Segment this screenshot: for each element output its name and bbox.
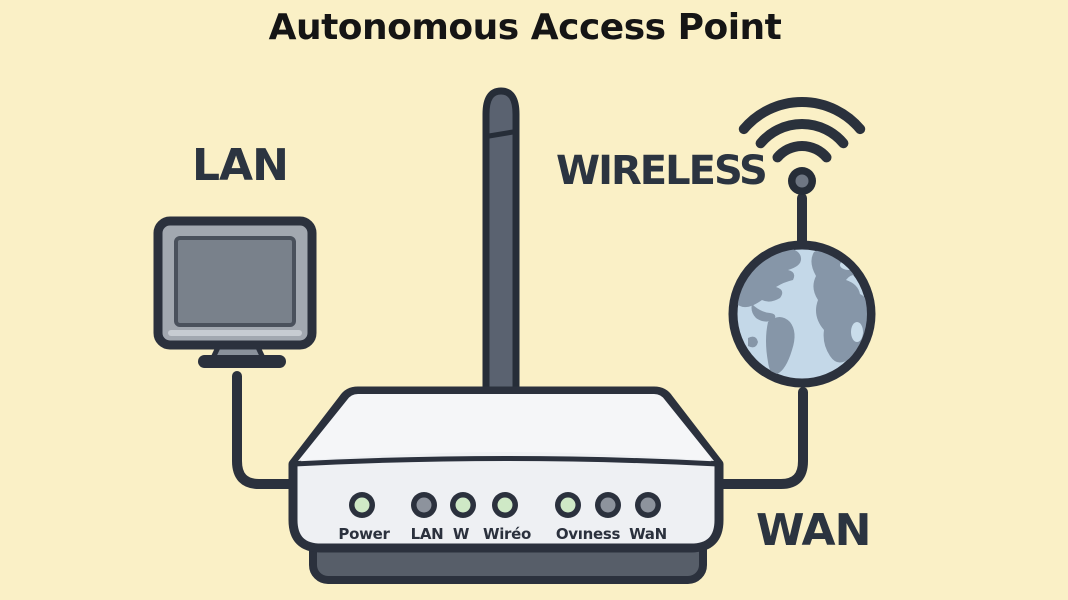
led-label-wan: WaN (629, 525, 667, 543)
led-label-oviness: Ovıness (556, 525, 621, 543)
continent-south-america (766, 317, 795, 375)
led-light (600, 497, 616, 513)
led-light (640, 497, 656, 513)
wan-connection-line (717, 387, 808, 489)
page-title: Autonomous Access Point (268, 7, 782, 48)
led-w (450, 492, 476, 518)
device-top-face (298, 394, 714, 461)
wifi-signal-icon (738, 97, 866, 195)
antenna-cap-line (486, 129, 516, 139)
globe-sea-patch (851, 322, 863, 342)
monitor-base (198, 355, 286, 368)
antenna-icon (482, 87, 520, 396)
led-label-wireo: Wiréo (483, 525, 531, 543)
led-labels: Power LAN W Wiréo Ovıness WaN (338, 525, 667, 543)
led-wan (635, 492, 661, 518)
led-label-power: Power (338, 525, 390, 543)
led-panel (349, 492, 661, 518)
wifi-arc-inner (772, 140, 832, 163)
led-light (416, 497, 432, 513)
led-wireo (492, 492, 518, 518)
monitor-screen (174, 236, 296, 327)
device-edge-line (291, 456, 721, 467)
lan-section-label: LAN (192, 140, 289, 191)
led-light (497, 497, 513, 513)
led-unlabeled (595, 492, 621, 518)
island-blob (748, 336, 758, 348)
antenna-rod (482, 87, 520, 396)
led-light (455, 497, 471, 513)
monitor-icon (153, 216, 317, 368)
wan-section-label: WAN (756, 505, 871, 556)
continent-central-america (751, 304, 776, 322)
led-label-w: W (453, 525, 470, 543)
led-lan (411, 492, 437, 518)
wifi-arc-outer (738, 97, 866, 135)
led-label-lan: LAN (411, 525, 444, 543)
led-power (349, 492, 375, 518)
wifi-dot-core (795, 174, 809, 188)
led-light (560, 497, 576, 513)
led-light (354, 497, 370, 513)
wifi-arc-middle (755, 118, 849, 149)
router-icon: Power LAN W Wiréo Ovıness WaN (288, 386, 724, 584)
lan-connection-line (232, 371, 301, 489)
wireless-section-label: WIRELESS (556, 148, 768, 194)
led-oviness (555, 492, 581, 518)
monitor-chin-highlight (168, 330, 302, 336)
globe-icon (728, 240, 876, 388)
